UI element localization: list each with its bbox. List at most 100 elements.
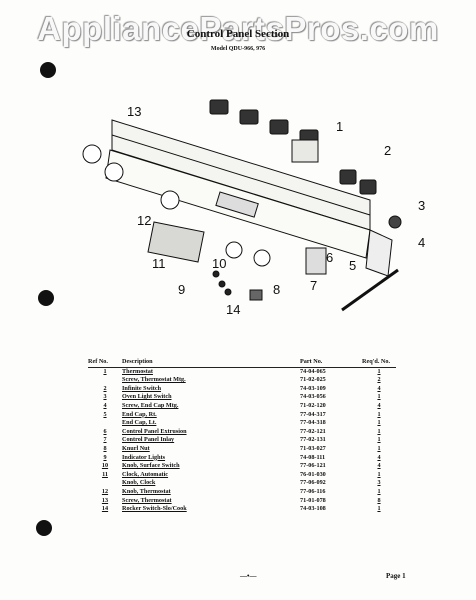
callout-11: 11	[152, 256, 166, 271]
callout-3: 3	[418, 198, 426, 213]
cell-description: Control Panel Extrusion	[122, 427, 187, 435]
cell-req: 8	[377, 496, 381, 504]
cell-description: Screw, End Cap Mtg.	[122, 401, 179, 409]
cell-req: 2	[377, 376, 381, 384]
header-ref: Ref No.	[88, 358, 108, 365]
cell-part: 74-03-108	[300, 505, 326, 513]
cell-part: 74-03-056	[300, 393, 326, 401]
cell-ref	[88, 479, 122, 488]
callout-5: 5	[349, 258, 357, 273]
rocker-switch	[249, 289, 263, 301]
cell-req: 4	[377, 401, 381, 409]
callout-10: 10	[212, 256, 227, 271]
cell-ref: 12	[101, 487, 109, 495]
cell-part: 71-01-078	[300, 496, 326, 504]
cell-ref: 3	[103, 393, 107, 401]
cell-ref: 14	[101, 505, 109, 513]
cell-req: 4	[377, 453, 381, 461]
cell-description: Rocker Switch-Slo/Cook	[122, 505, 187, 513]
cell-req: 4	[377, 462, 381, 470]
cell-part: 77-04-317	[300, 410, 326, 418]
control-knobs	[82, 144, 271, 267]
binder-hole-top	[40, 62, 56, 78]
thermostat	[291, 139, 319, 163]
table-row: 4 Screw, End Cap Mtg. 71-02-120 4	[88, 402, 396, 411]
infinite-switches	[339, 169, 377, 195]
cell-description: Knurl Nut	[122, 444, 150, 452]
callout-2: 2	[384, 143, 392, 158]
footer-mark: —•—	[240, 572, 257, 580]
cell-description: Knob, Surface Switch	[122, 462, 180, 470]
end-cap-cord	[341, 268, 399, 312]
parts-table-header: Ref No. Description Part No. Req'd. No.	[88, 358, 396, 368]
cell-description: Knob, Clock	[122, 479, 156, 487]
table-row: 5 End Cap, Rt. 77-04-317 1	[88, 411, 396, 420]
clock-automatic	[147, 221, 205, 263]
cell-description: Screw, Thermostat Mtg.	[122, 376, 186, 384]
cell-req: 1	[377, 427, 381, 435]
cell-part: 71-02-120	[300, 401, 326, 409]
cell-req: 4	[377, 384, 381, 392]
cell-part: 77-06-092	[300, 479, 326, 487]
cell-description: End Cap, Rt.	[122, 410, 157, 418]
cell-description: Screw, Thermostat	[122, 496, 172, 504]
table-row: 13 Screw, Thermostat 71-01-078 8	[88, 497, 396, 506]
cell-part: 74-04-065	[300, 367, 326, 375]
cell-req: 1	[377, 436, 381, 444]
callout-8: 8	[273, 282, 281, 297]
page-number: Page 1	[386, 572, 406, 580]
table-row: 3 Oven Light Switch 74-03-056 1	[88, 393, 396, 402]
cell-req: 1	[377, 393, 381, 401]
parts-table: Ref No. Description Part No. Req'd. No. …	[88, 358, 396, 514]
oven-light-switch	[388, 215, 402, 229]
header-description: Description	[122, 358, 153, 365]
cell-part: 77-06-121	[300, 462, 326, 470]
cell-part: 77-02-131	[300, 436, 326, 444]
callout-1: 1	[336, 119, 344, 134]
table-row: 14 Rocker Switch-Slo/Cook 74-03-108 1	[88, 505, 396, 514]
cell-ref: 5	[103, 410, 107, 418]
binder-hole-middle	[38, 290, 54, 306]
cell-ref: 13	[101, 496, 109, 504]
callout-6: 6	[326, 250, 334, 265]
cell-req: 1	[377, 367, 381, 375]
cell-description: Knob, Thermostat	[122, 487, 171, 495]
callout-9: 9	[178, 282, 186, 297]
cell-req: 1	[377, 505, 381, 513]
cell-description: Clock, Automatic	[122, 470, 169, 478]
cell-ref: 9	[103, 453, 107, 461]
cell-ref: 2	[103, 384, 107, 392]
cell-req: 1	[377, 410, 381, 418]
control-panel-end	[305, 247, 327, 275]
cell-ref: 7	[103, 436, 107, 444]
binder-hole-bottom	[36, 520, 52, 536]
cell-part: 76-01-030	[300, 470, 326, 478]
thermostat-switches	[209, 99, 319, 145]
cell-req: 1	[377, 419, 381, 427]
callout-7: 7	[310, 278, 318, 293]
cell-ref	[88, 376, 122, 385]
cell-description: Infinite Switch	[122, 384, 162, 392]
cell-ref: 11	[102, 470, 108, 478]
page-title: Control Panel Section	[186, 28, 290, 40]
watermark: AppliancePartsPros.com	[37, 10, 439, 47]
callout-4: 4	[418, 235, 426, 250]
callout-12: 12	[137, 213, 152, 228]
end-cap	[365, 229, 393, 277]
cell-description: Oven Light Switch	[122, 393, 172, 401]
cell-ref	[88, 419, 122, 428]
cell-description: Control Panel Inlay	[122, 436, 175, 444]
cell-ref: 8	[103, 444, 107, 452]
cell-part: 77-06-116	[300, 487, 326, 495]
cell-ref: 10	[101, 462, 109, 470]
cell-ref: 4	[103, 401, 107, 409]
